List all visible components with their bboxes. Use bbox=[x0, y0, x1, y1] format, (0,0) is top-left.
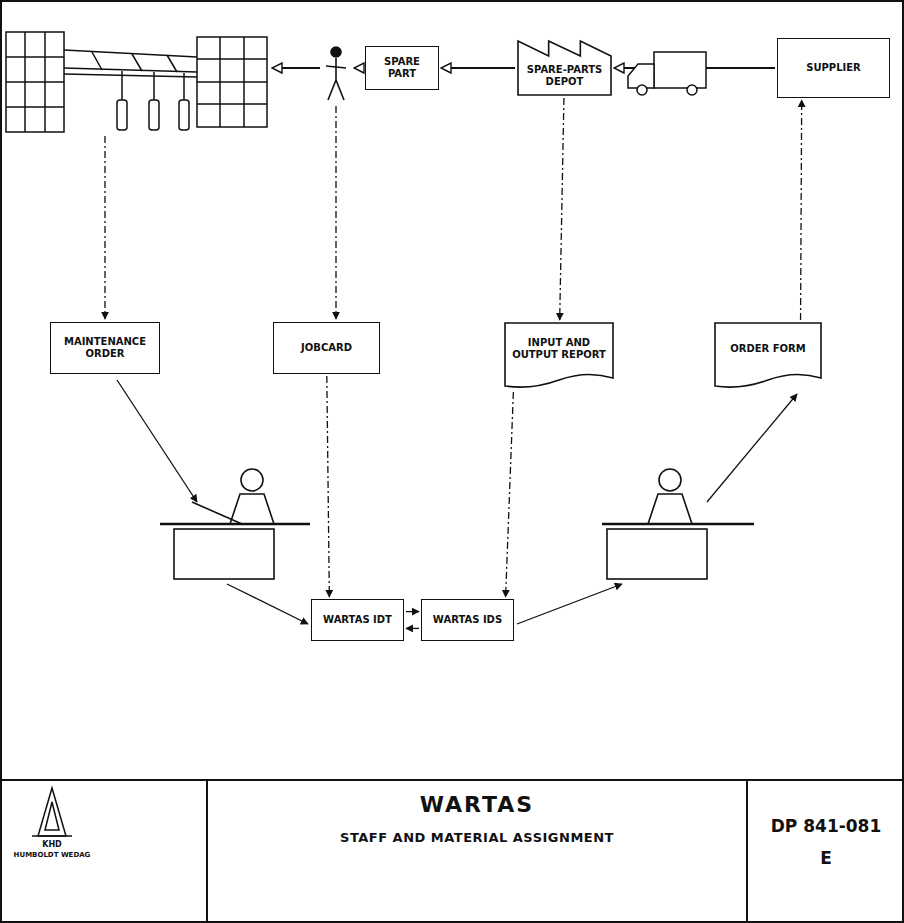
worker-figure bbox=[331, 47, 341, 57]
node-text: ORDER FORM bbox=[730, 343, 806, 356]
desk-with-clerk bbox=[607, 529, 707, 579]
worker-figure bbox=[328, 80, 336, 100]
node-outline bbox=[518, 41, 611, 95]
machinery-illustration bbox=[197, 37, 267, 127]
desk-with-clerk bbox=[174, 529, 274, 579]
revision-letter: E bbox=[750, 848, 902, 868]
node-text: WARTAS IDT bbox=[323, 614, 392, 627]
depot-building: SPARE-PARTS DEPOT bbox=[517, 40, 612, 96]
information-flow-arrow bbox=[227, 584, 308, 624]
node-outline bbox=[714, 322, 822, 390]
logo-text: KHD bbox=[12, 840, 92, 850]
information-flow-arrow bbox=[335, 106, 336, 319]
information-flow-arrow bbox=[517, 584, 622, 624]
material-flow-arrow bbox=[441, 67, 515, 69]
node-text: SPARE-PARTS DEPOT bbox=[522, 64, 607, 89]
node-text: SUPPLIER bbox=[806, 62, 861, 75]
machinery-illustration bbox=[64, 50, 197, 57]
machinery-illustration bbox=[197, 81, 267, 83]
material-flow-arrow bbox=[272, 67, 320, 69]
information-flow-arrow bbox=[406, 628, 419, 629]
machinery-illustration bbox=[6, 106, 64, 108]
worker-figure bbox=[326, 66, 346, 68]
node-text: JOBCARD bbox=[301, 342, 352, 355]
information-flow-arrow bbox=[117, 380, 197, 502]
title-block-frame bbox=[206, 780, 208, 921]
title-block-frame bbox=[2, 779, 902, 781]
worker-figure bbox=[326, 47, 346, 100]
drawing-number: DP 841-081 bbox=[750, 816, 902, 836]
machinery-illustration bbox=[6, 56, 64, 58]
diagram-caption: STAFF AND MATERIAL ASSIGNMENT bbox=[207, 830, 747, 846]
information-flow-arrow bbox=[506, 392, 514, 597]
title-block-frame bbox=[746, 780, 748, 921]
company-logo bbox=[45, 802, 59, 830]
worker-figure bbox=[335, 58, 337, 80]
information-flow-arrow bbox=[105, 106, 797, 624]
machinery-illustration bbox=[183, 73, 185, 100]
system-box: WARTAS IDT bbox=[311, 599, 404, 641]
machinery-illustration bbox=[6, 32, 64, 132]
machinery-illustration bbox=[179, 100, 189, 130]
desk-with-clerk bbox=[241, 469, 263, 491]
desk-with-clerk bbox=[160, 523, 310, 526]
machinery-illustration bbox=[197, 103, 267, 105]
machinery-illustration bbox=[167, 55, 177, 72]
truck-illustration bbox=[654, 52, 706, 88]
node-outline bbox=[715, 323, 821, 387]
supplier-box: SUPPLIER bbox=[777, 38, 890, 98]
node-text: INPUT AND OUTPUT REPORT bbox=[509, 337, 609, 362]
form-document: ORDER FORM bbox=[714, 322, 822, 390]
machinery-illustration bbox=[153, 72, 155, 100]
machinery-illustration bbox=[6, 81, 64, 83]
node-outline bbox=[505, 323, 613, 387]
system-box: WARTAS IDS bbox=[421, 599, 514, 641]
machinery-illustration bbox=[92, 52, 102, 70]
document-box: MAINTENANCE ORDER bbox=[50, 322, 160, 374]
desk-with-clerk bbox=[602, 469, 754, 579]
information-flow-arrow bbox=[406, 611, 419, 612]
spare-part-box: SPARE PART bbox=[365, 46, 439, 90]
document-box: JOBCARD bbox=[273, 322, 380, 374]
machinery-illustration bbox=[6, 32, 267, 132]
company-logo bbox=[32, 835, 72, 837]
node-text: SPARE PART bbox=[371, 56, 433, 81]
desk-with-clerk bbox=[648, 494, 692, 524]
material-flow-arrow bbox=[272, 67, 363, 69]
machinery-illustration bbox=[197, 58, 267, 60]
desk-with-clerk bbox=[602, 523, 754, 526]
worker-figure bbox=[336, 80, 344, 100]
company-logo bbox=[32, 788, 72, 836]
node-text: WARTAS IDS bbox=[433, 614, 502, 627]
desk-with-clerk bbox=[659, 469, 681, 491]
machinery-illustration bbox=[149, 100, 159, 130]
node-text: MAINTENANCE ORDER bbox=[56, 336, 154, 361]
desk-with-clerk bbox=[160, 469, 310, 579]
diagram-title: WARTAS bbox=[207, 792, 747, 818]
title-block-frame bbox=[2, 780, 902, 921]
desk-with-clerk bbox=[230, 494, 274, 524]
logo-text: HUMBOLDT WEDAG bbox=[12, 851, 92, 859]
machinery-illustration bbox=[64, 74, 197, 77]
information-flow-arrow bbox=[104, 136, 105, 319]
truck-illustration bbox=[637, 85, 647, 95]
information-flow-arrow bbox=[560, 98, 564, 320]
desk-with-clerk bbox=[192, 502, 242, 524]
report-document: INPUT AND OUTPUT REPORT bbox=[504, 322, 614, 390]
information-flow-arrow bbox=[327, 376, 330, 597]
truck-illustration bbox=[687, 85, 697, 95]
material-flow-arrow bbox=[354, 67, 363, 69]
machinery-illustration bbox=[117, 100, 127, 130]
machinery-illustration bbox=[121, 71, 123, 100]
information-flow-arrow bbox=[707, 394, 797, 502]
truck-illustration bbox=[628, 52, 706, 95]
company-logo bbox=[38, 788, 66, 836]
machinery-illustration bbox=[132, 54, 142, 71]
information-flow-arrow bbox=[801, 100, 802, 320]
